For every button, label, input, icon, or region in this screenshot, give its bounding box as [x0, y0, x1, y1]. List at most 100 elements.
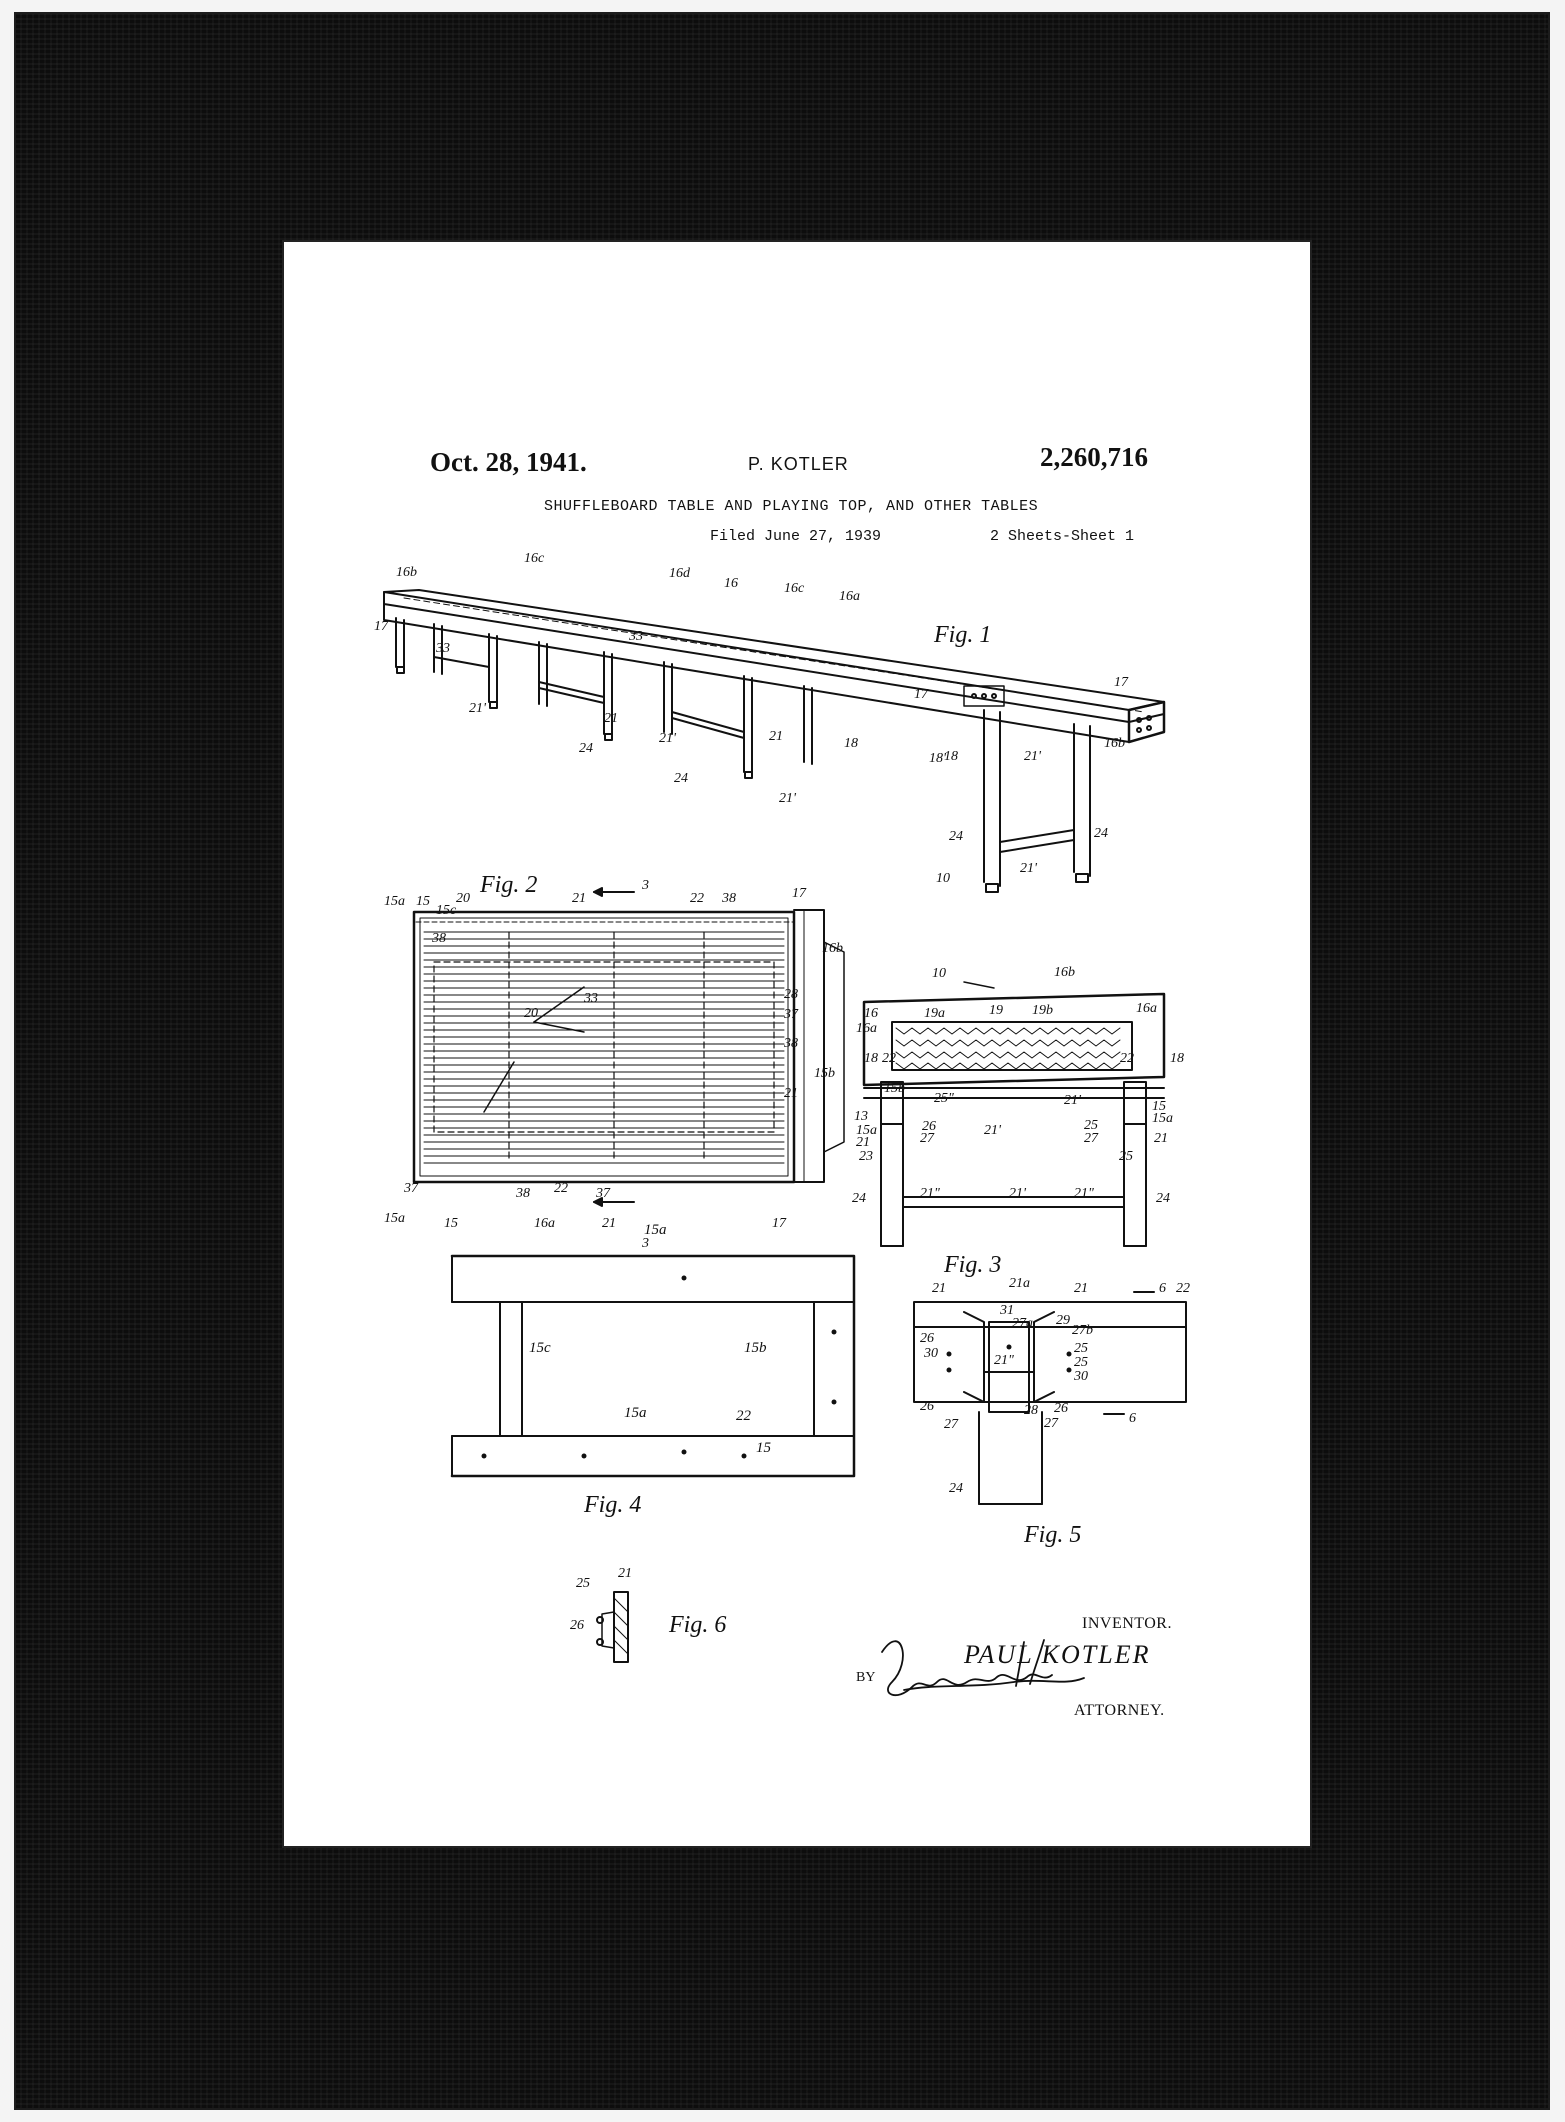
- svg-text:16b: 16b: [1104, 736, 1125, 751]
- svg-text:15b: 15b: [744, 1340, 767, 1356]
- patent-date: Oct. 28, 1941.: [430, 447, 587, 477]
- svg-text:27b: 27b: [1072, 1323, 1093, 1338]
- svg-text:16a: 16a: [839, 589, 860, 604]
- black-mat-frame: Oct. 28, 1941. P. KOTLER 2,260,716 SHUFF…: [14, 12, 1550, 2110]
- svg-text:27: 27: [1044, 1416, 1059, 1431]
- svg-text:15b: 15b: [884, 1081, 905, 1096]
- svg-text:28: 28: [1024, 1403, 1038, 1418]
- svg-text:33: 33: [628, 629, 643, 644]
- svg-text:15a: 15a: [384, 1211, 405, 1226]
- svg-text:31: 31: [999, 1303, 1014, 1318]
- svg-text:22: 22: [736, 1408, 752, 1424]
- svg-text:33: 33: [583, 991, 598, 1006]
- svg-text:19: 19: [989, 1003, 1003, 1018]
- svg-text:20: 20: [456, 891, 470, 906]
- svg-text:28: 28: [784, 987, 798, 1002]
- svg-text:15a: 15a: [624, 1405, 647, 1421]
- figure-6-label: Fig. 6: [668, 1612, 726, 1638]
- svg-text:24: 24: [1156, 1191, 1170, 1206]
- svg-text:27: 27: [1084, 1131, 1099, 1146]
- svg-text:38: 38: [515, 1186, 530, 1201]
- svg-text:21: 21: [618, 1566, 632, 1581]
- svg-text:38: 38: [721, 891, 736, 906]
- svg-text:21": 21": [920, 1186, 940, 1201]
- figure-2-label: Fig. 2: [479, 872, 537, 898]
- svg-text:16d: 16d: [669, 566, 691, 581]
- svg-text:16c: 16c: [784, 581, 805, 596]
- patent-inventor: P. KOTLER: [748, 454, 849, 474]
- svg-text:27a: 27a: [1012, 1316, 1033, 1331]
- svg-text:18': 18': [929, 751, 947, 766]
- svg-text:16b: 16b: [1054, 965, 1075, 980]
- svg-text:6: 6: [1159, 1281, 1166, 1296]
- svg-text:21": 21": [1074, 1186, 1094, 1201]
- svg-text:16a: 16a: [856, 1021, 877, 1036]
- svg-text:18: 18: [1170, 1051, 1184, 1066]
- svg-text:38: 38: [431, 931, 446, 946]
- svg-text:15c: 15c: [436, 903, 457, 918]
- svg-text:22: 22: [1176, 1281, 1190, 1296]
- svg-text:24: 24: [674, 771, 688, 786]
- svg-text:24: 24: [1094, 826, 1108, 841]
- svg-text:22: 22: [690, 891, 704, 906]
- svg-text:26: 26: [920, 1399, 934, 1414]
- svg-text:21a: 21a: [1009, 1276, 1030, 1291]
- svg-text:25": 25": [934, 1091, 954, 1106]
- figure-4-label: Fig. 4: [583, 1492, 641, 1518]
- svg-text:37: 37: [595, 1186, 611, 1201]
- svg-text:21: 21: [769, 729, 783, 744]
- svg-text:24: 24: [949, 829, 963, 844]
- patent-sheet-count: 2 Sheets-Sheet 1: [990, 528, 1135, 545]
- svg-text:21': 21': [1020, 861, 1038, 876]
- svg-text:21': 21': [469, 701, 487, 716]
- svg-text:25: 25: [1074, 1355, 1088, 1370]
- svg-text:21: 21: [604, 711, 618, 726]
- patent-filed-date: Filed June 27, 1939: [710, 528, 882, 545]
- svg-text:16a: 16a: [1136, 1001, 1157, 1016]
- inventor-label: INVENTOR.: [1082, 1615, 1172, 1632]
- svg-text:21: 21: [572, 891, 586, 906]
- svg-text:17: 17: [914, 687, 929, 702]
- svg-text:15a: 15a: [1152, 1111, 1173, 1126]
- svg-text:21: 21: [784, 1086, 798, 1101]
- svg-text:16: 16: [864, 1006, 878, 1021]
- svg-text:13: 13: [854, 1109, 868, 1124]
- svg-text:21': 21': [1009, 1186, 1027, 1201]
- svg-text:21: 21: [1154, 1131, 1168, 1146]
- svg-text:33: 33: [435, 641, 450, 656]
- svg-text:21': 21': [659, 731, 677, 746]
- svg-text:16a: 16a: [534, 1216, 555, 1231]
- svg-text:27: 27: [944, 1417, 959, 1432]
- svg-text:27: 27: [920, 1131, 935, 1146]
- svg-text:16b: 16b: [396, 565, 417, 580]
- svg-text:21: 21: [602, 1216, 616, 1231]
- svg-text:30: 30: [923, 1346, 938, 1361]
- svg-text:17: 17: [374, 619, 389, 634]
- svg-text:37: 37: [403, 1181, 419, 1196]
- svg-text:15a: 15a: [856, 1123, 877, 1138]
- svg-text:21": 21": [994, 1353, 1014, 1368]
- svg-text:15: 15: [756, 1440, 772, 1456]
- svg-text:10: 10: [932, 966, 946, 981]
- svg-text:25: 25: [576, 1576, 590, 1591]
- svg-text:24: 24: [949, 1481, 963, 1496]
- svg-text:15c: 15c: [529, 1340, 551, 1356]
- svg-text:6: 6: [1129, 1411, 1136, 1426]
- svg-text:21': 21': [779, 791, 797, 806]
- svg-text:26: 26: [1054, 1401, 1068, 1416]
- by-label: BY: [856, 1670, 876, 1685]
- svg-text:22: 22: [1120, 1051, 1134, 1066]
- svg-text:15b: 15b: [814, 1066, 835, 1081]
- svg-text:21: 21: [856, 1135, 870, 1150]
- svg-text:25: 25: [1119, 1149, 1133, 1164]
- svg-text:15a: 15a: [644, 1222, 667, 1238]
- svg-text:19a: 19a: [924, 1006, 945, 1021]
- svg-text:37: 37: [783, 1007, 799, 1022]
- svg-text:15: 15: [416, 894, 430, 909]
